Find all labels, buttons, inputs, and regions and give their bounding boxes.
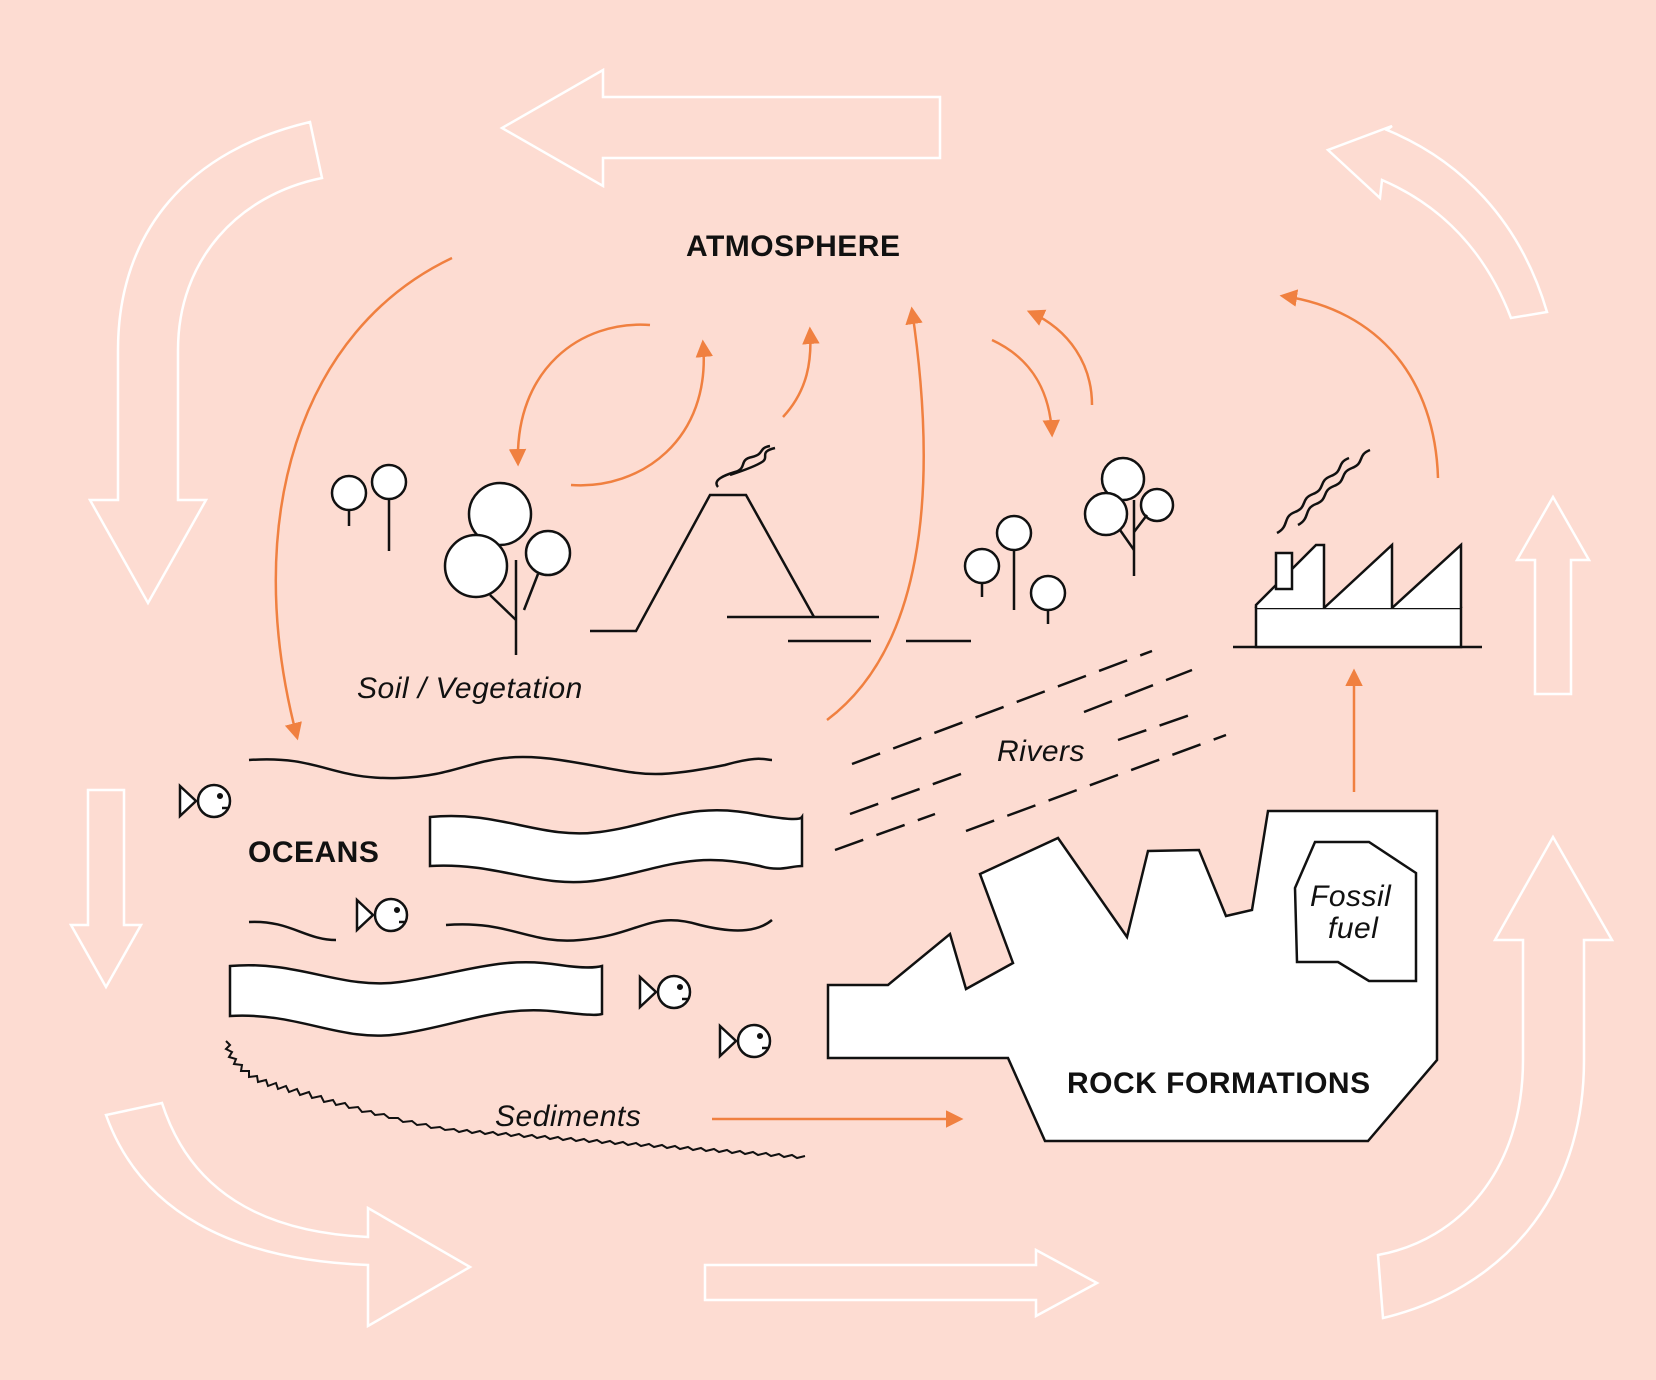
- river-lines: [834, 649, 1227, 852]
- trees-to-atmosphere-arrow: [1026, 309, 1094, 406]
- bottom-left-curved-arrow-outline: [104, 1101, 473, 1329]
- left-top-curved-arrow-outline: [87, 120, 324, 606]
- ink-drawings: [178, 444, 1482, 1160]
- fossil-fuel-label-line1: Fossil: [1310, 880, 1392, 913]
- soil-vegetation-label: Soil / Vegetation: [357, 672, 583, 705]
- factory: [1233, 448, 1482, 649]
- right-up-arrow-outline: [1514, 494, 1592, 696]
- fish-2: [355, 897, 409, 933]
- tree-cluster-right: [1083, 456, 1175, 576]
- oceans-label: OCEANS: [248, 836, 380, 869]
- vegetation-to-atmosphere-arrow: [570, 339, 713, 487]
- oceans-to-atmosphere-arrow: [826, 306, 925, 721]
- fish-4: [718, 1023, 772, 1059]
- atmosphere-label: ATMOSPHERE: [686, 230, 901, 263]
- right-top-curved-arrow-outline: [1325, 124, 1549, 320]
- volcano: [590, 444, 971, 643]
- sediment-line: [224, 1040, 806, 1160]
- volcano-to-atmosphere-arrow: [782, 326, 820, 418]
- small-trees-left: [330, 463, 408, 551]
- rivers-label: Rivers: [997, 735, 1086, 768]
- outer-cycle-arrows: [68, 67, 1615, 1329]
- carbon-flow-arrows: [274, 256, 1440, 1128]
- left-down-arrow-outline: [68, 788, 144, 990]
- fish-1: [178, 783, 232, 819]
- bottom-right-arrow-outline: [703, 1247, 1100, 1319]
- ocean-waves: [228, 755, 804, 1037]
- atmosphere-to-trees-arrow: [991, 338, 1061, 438]
- rock-formations-label: ROCK FORMATIONS: [1067, 1067, 1371, 1100]
- atmosphere-to-oceans-arrow: [274, 256, 453, 741]
- top-left-arrow-outline: [499, 67, 942, 189]
- sediments-label: Sediments: [495, 1100, 642, 1133]
- big-tree: [443, 481, 572, 655]
- fish-3: [638, 974, 692, 1010]
- right-bottom-curved-arrow-outline: [1376, 834, 1615, 1320]
- fish-group: [178, 783, 772, 1059]
- small-trees-right: [963, 514, 1067, 624]
- fossil-fuel-label-line2: fuel: [1328, 912, 1379, 945]
- rock-formation: [826, 809, 1439, 1143]
- fossil-fuel-pocket: [1293, 840, 1418, 983]
- factory-to-atmosphere-arrow: [1279, 289, 1440, 479]
- atmosphere-to-vegetation-arrow: [508, 323, 651, 467]
